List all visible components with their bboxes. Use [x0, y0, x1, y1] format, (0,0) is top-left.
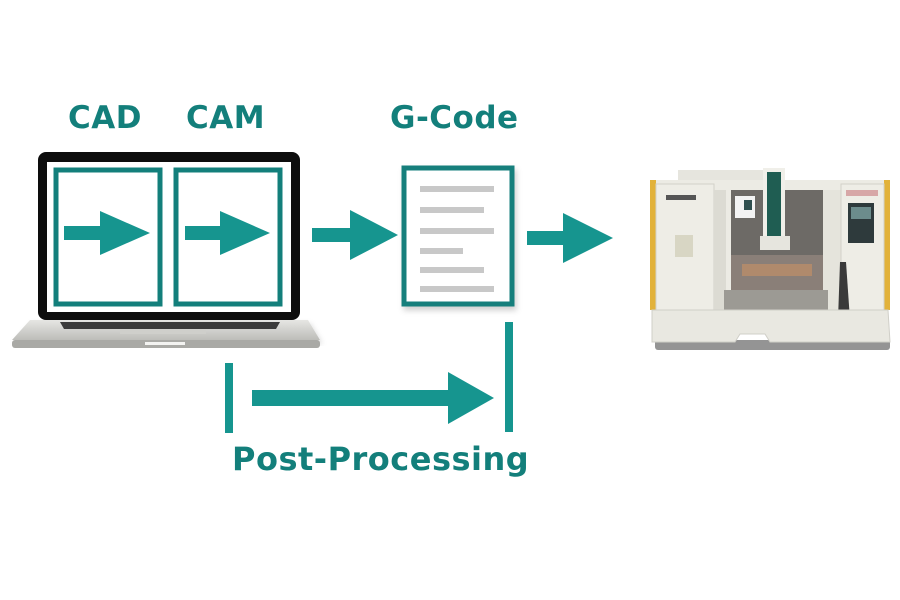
post-processing-arrow-icon: [252, 372, 494, 424]
cam-arrow-icon: [185, 211, 270, 255]
cad-panel: [53, 167, 163, 307]
cnc-machine-icon: [650, 168, 891, 350]
cad-label: CAD: [68, 100, 142, 136]
post-processing-connector: [225, 322, 513, 433]
cam-label: CAM: [186, 100, 266, 136]
arrow-to-gcode-icon: [312, 210, 398, 260]
document-icon: [401, 165, 515, 307]
post-processing-label: Post-Processing: [232, 440, 530, 478]
cad-arrow-icon: [64, 211, 150, 255]
cam-panel: [173, 167, 283, 307]
gcode-label: G-Code: [390, 100, 519, 136]
arrow-to-machine-icon: [527, 213, 613, 263]
